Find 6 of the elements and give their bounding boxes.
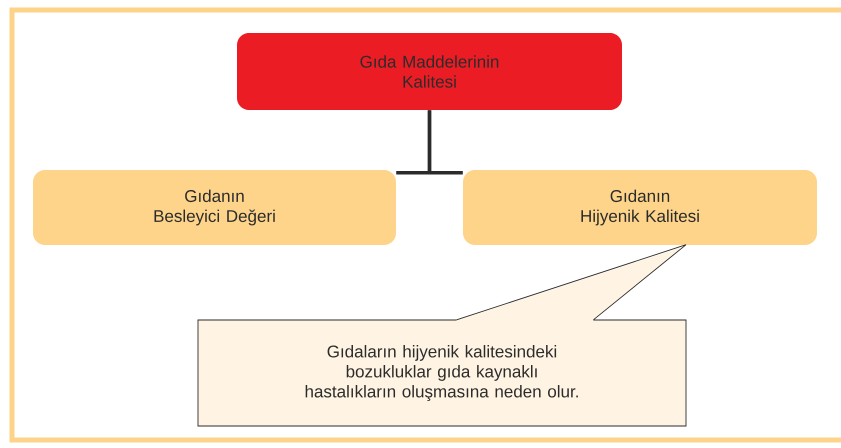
title-box: Gıda Maddelerinin Kalitesi xyxy=(237,33,622,110)
category-box: Gıdanın Besleyici Değeri xyxy=(33,170,396,245)
callout-box: Gıdaların hijyenik kalitesindeki bozukluklar gıda kaynaklı hastalıkların oluşmasına neden olur. xyxy=(198,246,686,426)
tree-connector xyxy=(428,110,463,175)
callout-pointer xyxy=(456,244,687,320)
category-box: Gıdanın Hijyenik Kalitesi xyxy=(463,170,817,245)
